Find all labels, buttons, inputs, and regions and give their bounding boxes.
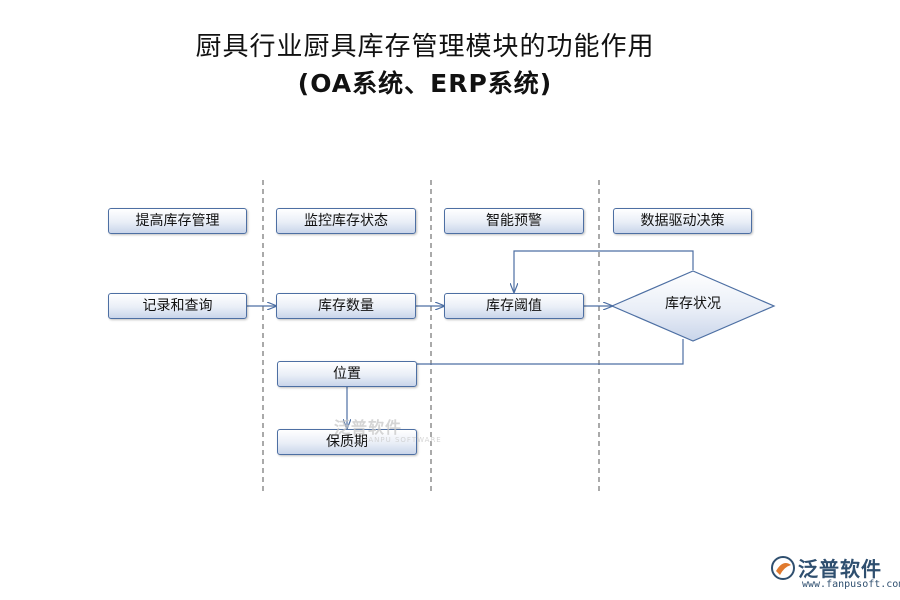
logo-icon (771, 556, 795, 580)
column-header-monitor-status: 监控库存状态 (276, 208, 416, 234)
diagram-subtitle: (OA系统、ERP系统) (297, 69, 553, 98)
column-header-smart-alert: 智能预警 (444, 208, 584, 234)
watermark-text: 泛普软件 (334, 418, 403, 437)
logo-url: www.fanpusoft.com (802, 579, 900, 590)
arrow-status-feedback (514, 250, 694, 292)
watermark-subtext: FANPU SOFTWARE (364, 436, 442, 444)
logo-text: 泛普软件 (798, 557, 882, 581)
node-location: 位置 (277, 361, 417, 387)
column-header-data-driven: 数据驱动决策 (613, 208, 752, 234)
node-record-query: 记录和查询 (108, 293, 247, 319)
node-stock-threshold: 库存阈值 (444, 293, 584, 319)
node-stock-status-label: 库存状况 (665, 296, 721, 312)
connector-status-to-location (417, 339, 684, 365)
node-stock-quantity: 库存数量 (276, 293, 416, 319)
column-header-improve-inventory: 提高库存管理 (108, 208, 247, 234)
diagram-title: 厨具行业厨具库存管理模块的功能作用 (195, 32, 655, 62)
watermark: 泛普软件 FANPU SOFTWARE (334, 414, 442, 444)
stock-status-diamond (610, 270, 776, 342)
node-shelf-life: 保质期 (277, 429, 417, 455)
brand-logo: 泛普软件 www.fanpusoft.com (768, 553, 900, 590)
